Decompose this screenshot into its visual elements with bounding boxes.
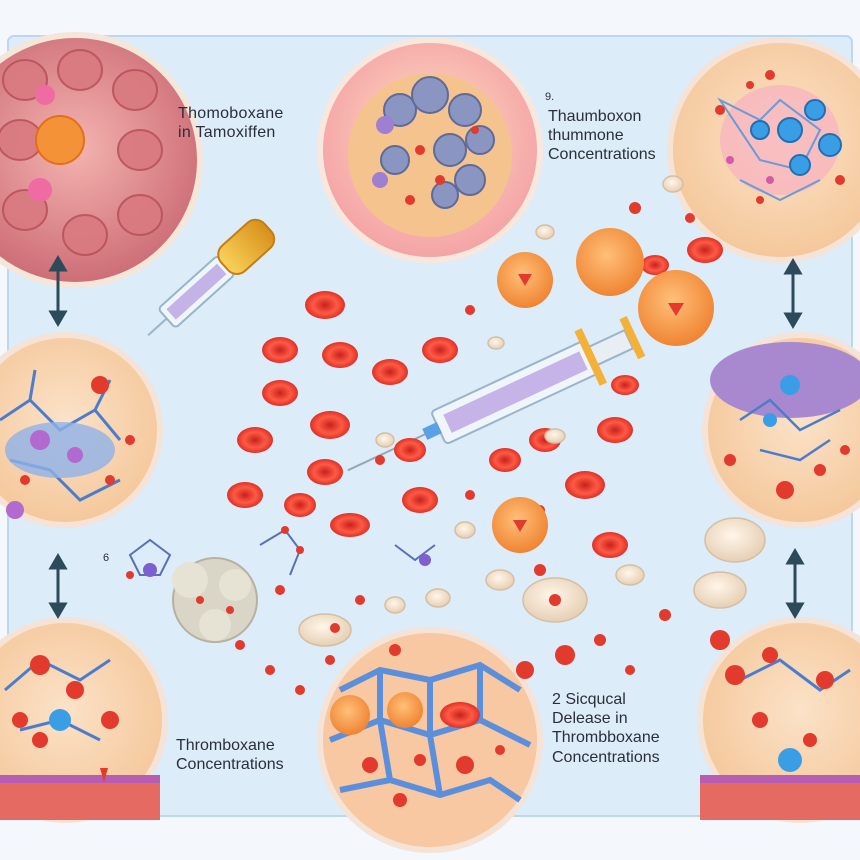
up-down-arrow-icon — [783, 258, 803, 329]
cell-aggregate — [172, 557, 258, 643]
up-down-arrow-icon — [48, 553, 68, 619]
label-bottom-left: Thromboxane Concentrations — [176, 736, 284, 774]
marker-6: 6 — [103, 552, 110, 564]
bubble-bottom-center — [317, 627, 543, 853]
label-top-left: Thomoboxane in Tamoxiffen — [178, 104, 284, 142]
bubble-bottom-right — [697, 617, 860, 823]
label-top-right-marker: 9. — [545, 91, 554, 104]
capsule-icon — [147, 218, 276, 336]
marker-9: 9. — [545, 91, 555, 103]
bubble-middle-right — [702, 332, 860, 528]
bubble-top-right — [667, 37, 860, 263]
beige-cells — [298, 175, 766, 647]
label-top-right: Thaumboxon thummone Concentrations — [548, 107, 656, 165]
up-down-arrow-icon — [48, 255, 68, 327]
label-bottom-left-line-2: Concentrations — [176, 756, 284, 774]
bubble-bottom-left — [0, 617, 168, 823]
molecule-structures — [128, 528, 436, 576]
red-blood-cells — [205, 202, 730, 695]
label-bottom-right: 2 Sicqucal Delease in Thrombboxane Conce… — [552, 690, 660, 767]
label-top-right-line-3: Concentrations — [548, 146, 656, 164]
label-left-marker: 6 — [103, 552, 109, 565]
label-top-right-line-2: thummone — [548, 127, 624, 145]
orange-platelets — [492, 228, 714, 553]
bubble-middle-left — [0, 332, 163, 528]
bubble-top-left — [0, 32, 203, 288]
up-down-arrow-icon — [785, 548, 805, 619]
label-bottom-right-line-3: Thrombboxane — [552, 729, 660, 747]
label-bottom-right-line-1: 2 Sicqucal — [552, 691, 626, 708]
label-top-left-line-2: in Tamoxiffen — [178, 124, 276, 142]
syringe-icon — [347, 315, 646, 472]
label-bottom-left-line-1: Thromboxane — [176, 737, 275, 754]
bubble-top-center — [317, 37, 543, 263]
label-bottom-right-line-4: Concentrations — [552, 748, 660, 766]
label-top-left-line-1: Thomoboxane — [178, 105, 284, 122]
label-bottom-right-line-2: Delease in — [552, 710, 628, 728]
label-top-right-line-1: Thaumboxon — [548, 108, 642, 125]
